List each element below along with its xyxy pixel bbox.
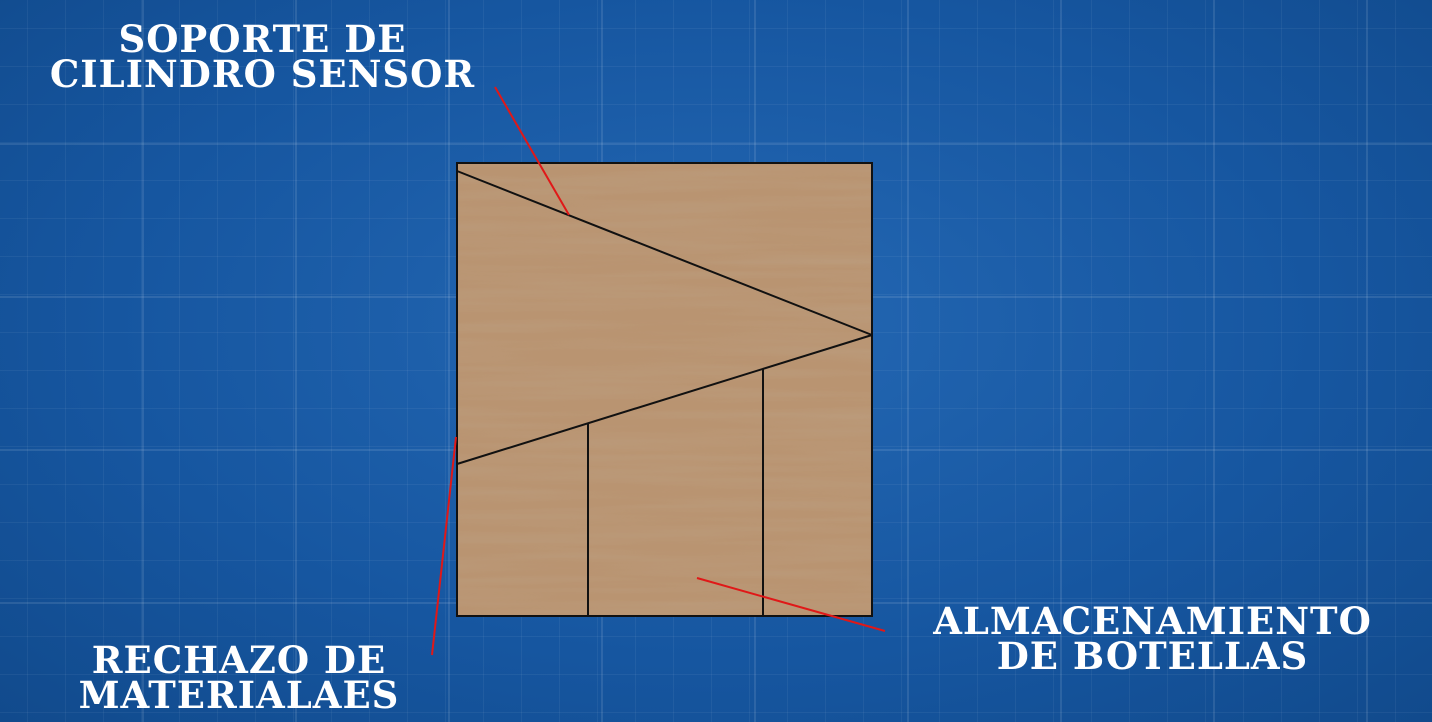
- label-rechazo-line2: materialaes: [78, 673, 400, 717]
- label-soporte-line2: cilindro sensor: [49, 52, 476, 96]
- label-almacenamiento-line2: de botellas: [996, 634, 1309, 678]
- label-soporte-cilindro-sensor: Soporte de cilindro sensor: [40, 17, 485, 96]
- panel-divisions: [456, 170, 873, 616]
- label-soporte-line1: Soporte de: [118, 17, 407, 61]
- leader-line-soporte: [494, 86, 570, 216]
- label-almacenamiento-botellas: Almacenamiento de botellas: [905, 599, 1400, 678]
- wood-panel: [456, 162, 873, 617]
- sensor-support-lower-edge: [456, 334, 873, 465]
- leader-lines: [431, 86, 886, 656]
- leader-line-rechazo: [431, 436, 457, 656]
- panel-wood-grain: [457, 163, 872, 616]
- label-rechazo-materiales: Rechazo de materialaes: [40, 638, 438, 717]
- leader-line-almacenamiento: [696, 577, 886, 632]
- panel-outline: [456, 162, 873, 617]
- label-almacenamiento-line1: Almacenamiento: [933, 599, 1372, 643]
- label-rechazo-line1: Rechazo de: [91, 638, 387, 682]
- sensor-support-upper-edge: [456, 170, 873, 336]
